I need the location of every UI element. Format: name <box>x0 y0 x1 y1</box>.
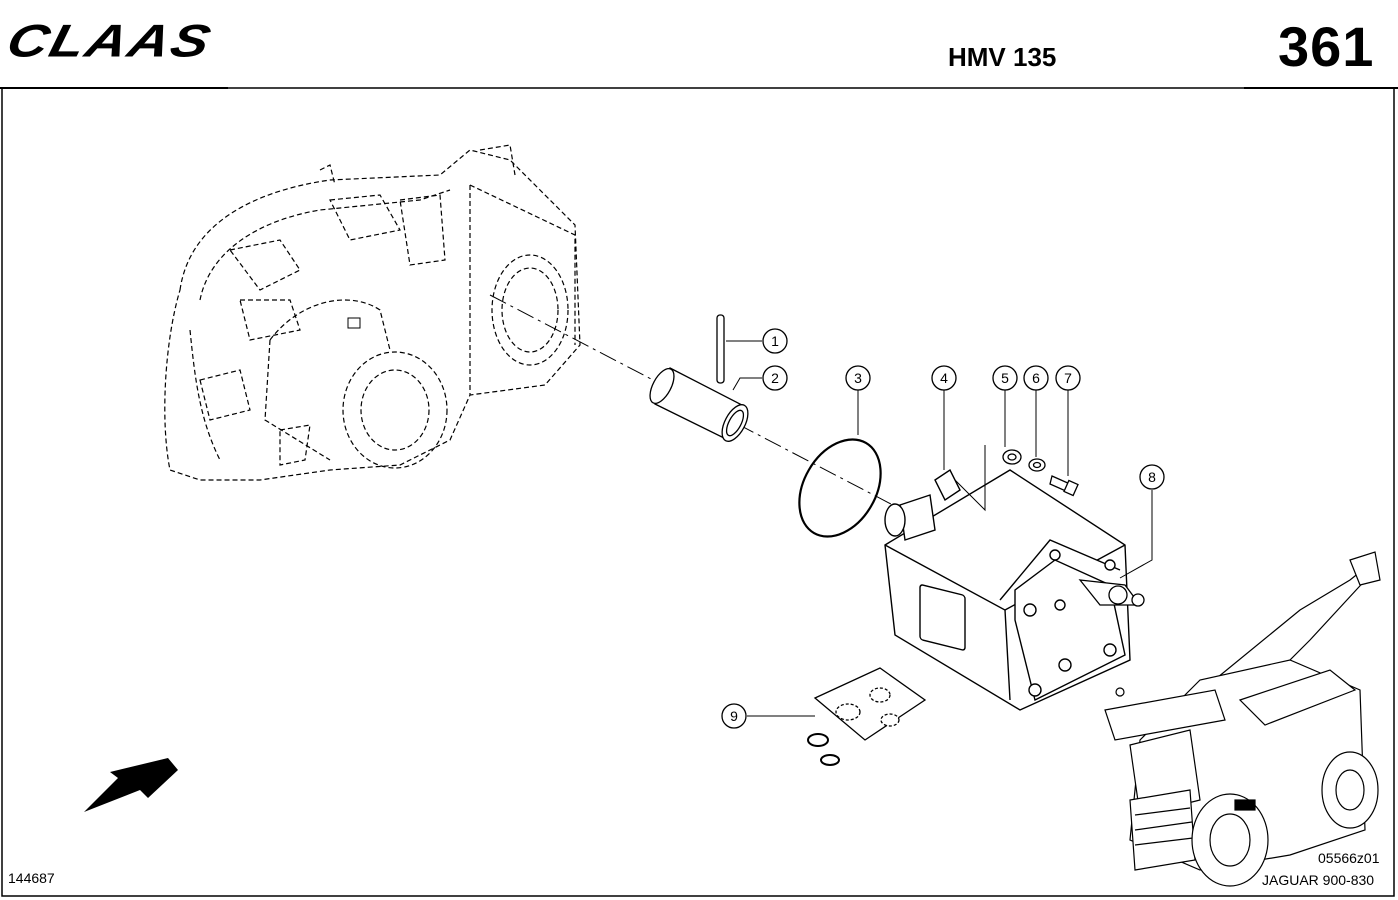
callout-circle <box>1139 464 1165 490</box>
callout-circle <box>931 365 957 391</box>
callout-2: 2 <box>762 365 788 391</box>
claas-logo: CLAAS <box>1 14 218 67</box>
image-code: 05566z01 <box>1318 850 1380 866</box>
callout-number: 9 <box>730 708 738 724</box>
forage-harvester-icon <box>1104 551 1381 887</box>
callout-circle <box>992 365 1018 391</box>
callout-number: 6 <box>1032 370 1040 386</box>
model-label: JAGUAR 900-830 <box>1262 872 1375 888</box>
callout-circle <box>845 365 871 391</box>
callout-9: 9 <box>721 703 747 729</box>
callout-circle <box>1023 365 1049 391</box>
callout-4: 4 <box>931 365 957 391</box>
page-title: HMV 135 <box>948 42 1057 72</box>
callout-7: 7 <box>1055 365 1081 391</box>
direction-arrow-icon <box>84 758 178 812</box>
drawing-id: 144687 <box>8 870 55 886</box>
callout-number: 2 <box>771 370 779 386</box>
bolt-part-7 <box>1049 475 1079 497</box>
page-number: 361 <box>1278 15 1375 78</box>
o-ring-part-3 <box>798 438 882 538</box>
hydraulic-motor-part-4 <box>884 468 1131 711</box>
gearbox-housing-outline <box>164 144 581 481</box>
sleeve-part-2 <box>649 367 749 442</box>
callout-leaders <box>726 340 1153 717</box>
sensor-part-8 <box>1078 579 1145 607</box>
callout-number: 1 <box>771 333 779 349</box>
callout-number: 5 <box>1001 370 1009 386</box>
washer-part-5 <box>1002 449 1022 465</box>
callout-1: 1 <box>762 328 788 354</box>
pin-part-1 <box>716 314 725 384</box>
callout-number: 7 <box>1064 370 1072 386</box>
callout-5: 5 <box>992 365 1018 391</box>
callout-circle <box>1055 365 1081 391</box>
seal-kit-part-9 <box>807 667 927 766</box>
washer-part-6 <box>1028 458 1046 472</box>
callout-3: 3 <box>845 365 871 391</box>
callout-8: 8 <box>1139 464 1165 490</box>
callout-number: 8 <box>1148 469 1156 485</box>
callout-circle <box>721 703 747 729</box>
callout-circle <box>762 328 788 354</box>
callout-number: 3 <box>854 370 862 386</box>
callouts: 1 2 3 4 5 6 7 8 9 <box>721 328 1165 729</box>
callout-number: 4 <box>940 370 948 386</box>
callout-circle <box>762 365 788 391</box>
callout-6: 6 <box>1023 365 1049 391</box>
